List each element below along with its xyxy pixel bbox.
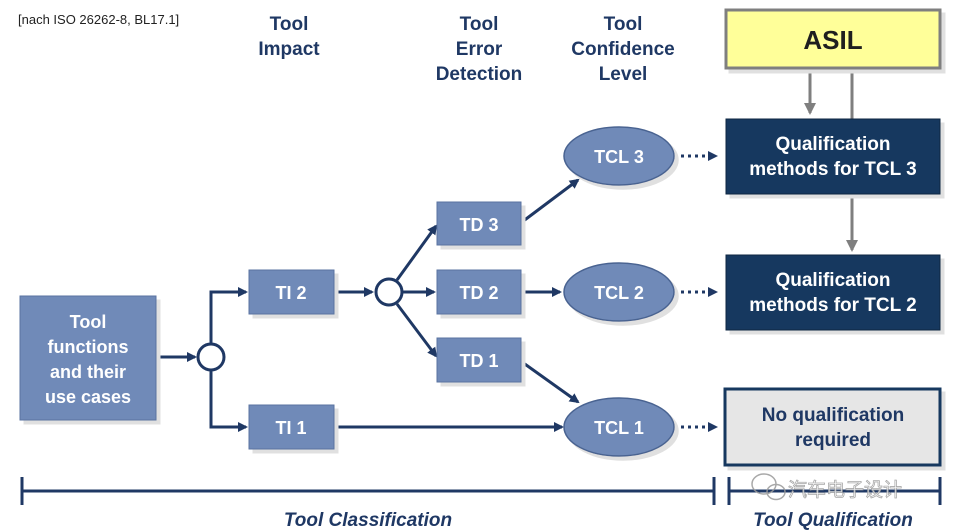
ti2-label: TI 2: [275, 283, 306, 303]
tool-qualification-label: Tool Qualification: [753, 510, 913, 531]
no-qualification-box: No qualification required: [723, 387, 942, 467]
box-line: and their: [50, 362, 126, 382]
td3-label: TD 3: [459, 215, 498, 235]
td3-box: TD 3: [436, 201, 522, 246]
box-line: Tool: [70, 312, 107, 332]
arrow-junction-to-td3: [395, 224, 438, 281]
tcl1-label: TCL 1: [594, 418, 644, 438]
wechat-icon: [751, 473, 786, 501]
qualification-line: methods for TCL 2: [749, 295, 917, 316]
header-line: Detection: [436, 64, 523, 85]
header-tool-impact: Tool Impact: [258, 14, 320, 60]
header-line: Impact: [258, 39, 320, 60]
td1-label: TD 1: [459, 351, 498, 371]
ti2-box: TI 2: [248, 269, 335, 315]
watermark-text: 汽车电子设计: [788, 479, 902, 501]
arrow-junction-to-td1: [395, 303, 438, 358]
watermark: 汽车电子设计: [751, 473, 902, 501]
box-line: functions: [48, 337, 129, 357]
tcl3-label: TCL 3: [594, 147, 644, 167]
junction-circle: [196, 342, 226, 372]
no-qualification-line: required: [795, 430, 871, 451]
header-line: Confidence: [571, 39, 674, 60]
qualification-line: Qualification: [775, 270, 890, 291]
connectors: [158, 178, 580, 432]
dotted-connectors: [674, 151, 718, 432]
qualification-line: Qualification: [775, 134, 890, 155]
ti1-box: TI 1: [248, 404, 335, 450]
reference-label: [nach ISO 26262-8, BL17.1]: [18, 12, 179, 27]
arrow-junction-to-ti2: [209, 287, 248, 343]
tcl2-label: TCL 2: [594, 283, 644, 303]
header-line: Level: [599, 64, 648, 85]
arrow-td1-to-tcl1: [521, 360, 580, 404]
no-qualification-line: No qualification: [762, 405, 905, 426]
header-line: Tool: [604, 14, 643, 35]
footer-brackets: [20, 477, 942, 505]
box-line: use cases: [45, 387, 131, 407]
ti1-label: TI 1: [275, 418, 306, 438]
tool-functions-box: Tool functions and their use cases: [19, 295, 157, 421]
qualification-tcl3-box: Qualification methods for TCL 3: [725, 118, 941, 195]
asil-label: ASIL: [803, 25, 862, 55]
arrow-td3-to-tcl3: [521, 178, 580, 224]
tcl1-oval: TCL 1: [563, 397, 675, 457]
tool-classification-label: Tool Classification: [284, 510, 452, 531]
tcl2-oval: TCL 2: [563, 262, 675, 322]
header-line: Tool: [460, 14, 499, 35]
tcl3-oval: TCL 3: [563, 126, 675, 186]
header-line: Tool: [270, 14, 309, 35]
td1-box: TD 1: [436, 337, 522, 383]
header-tool-confidence-level: Tool Confidence Level: [571, 14, 674, 85]
qualification-tcl2-box: Qualification methods for TCL 2: [725, 254, 941, 331]
header-tool-error-detection: Tool Error Detection: [436, 14, 523, 85]
td2-label: TD 2: [459, 283, 498, 303]
asil-box: ASIL: [724, 8, 942, 70]
junction-circle: [374, 277, 404, 307]
arrow-junction-to-ti1: [209, 371, 248, 432]
header-line: Error: [456, 39, 503, 60]
qualification-line: methods for TCL 3: [749, 159, 917, 180]
td2-box: TD 2: [436, 269, 522, 315]
